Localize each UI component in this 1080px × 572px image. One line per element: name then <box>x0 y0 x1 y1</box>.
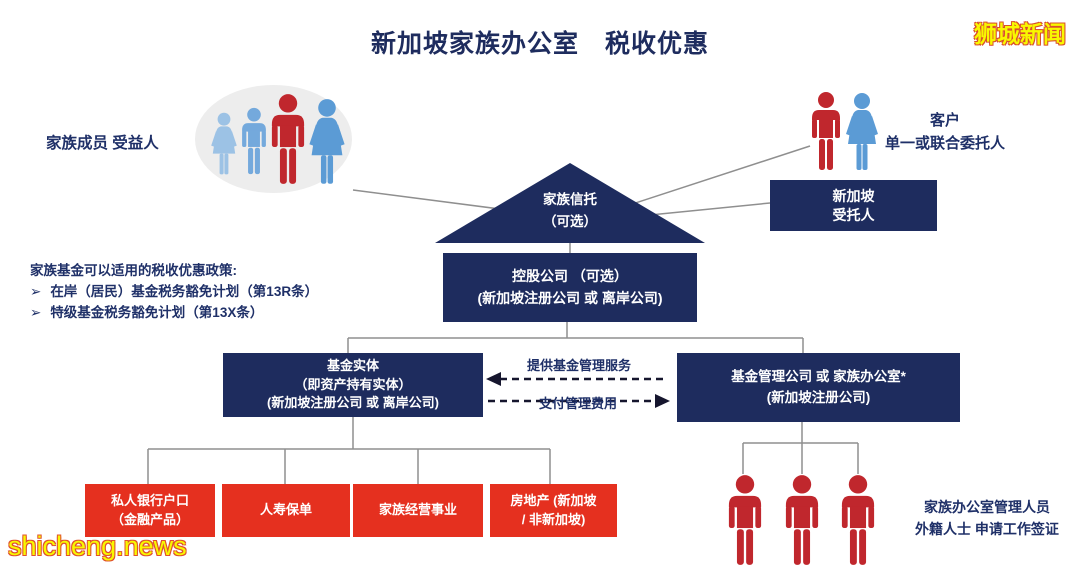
holding-company-box: 控股公司 （可选） (新加坡注册公司 或 离岸公司) <box>443 253 697 322</box>
asset-box-real-estate: 房地产 (新加坡 / 非新加坡) <box>490 484 617 537</box>
arrow-bullet-icon: ➢ <box>30 304 42 320</box>
family-members-label: 家族成员 受益人 <box>46 135 159 152</box>
asset-line2: （金融产品） <box>110 511 189 527</box>
asset-box-life-insurance: 人寿保单 <box>222 484 350 537</box>
family-trust-line2: （可选） <box>543 213 597 229</box>
fund-entity-line2: （即资产持有实体） <box>294 376 412 392</box>
fund-manager-line1: 基金管理公司 或 家族办公室* <box>731 368 906 384</box>
staff-man-icon <box>721 474 769 566</box>
holding-line2: (新加坡注册公司 或 离岸公司) <box>477 289 663 306</box>
family-trust-line1: 家族信托 <box>543 192 597 207</box>
fund-manager-line2: (新加坡注册公司) <box>766 389 871 405</box>
fund-manager-box: 基金管理公司 或 家族办公室* (新加坡注册公司) <box>677 353 960 422</box>
asset-line1: 房地产 (新加坡 <box>510 493 597 509</box>
client-label: 客户 单一或联合委托人 <box>855 110 1035 155</box>
asset-box-family-business: 家族经营事业 <box>353 484 483 537</box>
arrow-bullet-icon: ➢ <box>30 283 42 299</box>
provide-service-label: 提供基金管理服务 <box>526 358 631 373</box>
asset-line1: 私人银行户口 <box>110 493 189 509</box>
tax-policy-note: 家族基金可以适用的税收优惠政策: ➢ 在岸（居民）基金税务豁免计划（第13R条）… <box>30 261 318 324</box>
asset-box-private-bank: 私人银行户口 （金融产品） <box>85 484 215 537</box>
client-label-line1: 客户 <box>929 112 960 129</box>
trustee-line1: 新加坡 <box>832 187 875 204</box>
tax-policy-item-text: 特级基金税务豁免计划（第13X条） <box>50 304 264 320</box>
client-label-line2: 单一或联合委托人 <box>884 134 1005 152</box>
family-trust-triangle <box>435 163 705 243</box>
trustee-line2: 受托人 <box>832 206 875 223</box>
holding-line1: 控股公司 （可选） <box>512 267 628 284</box>
fund-entity-line3: (新加坡注册公司 或 离岸公司) <box>267 395 439 411</box>
fund-entity-box: 基金实体 （即资产持有实体） (新加坡注册公司 或 离岸公司) <box>223 353 483 417</box>
pay-fee-label: 支付管理费用 <box>538 396 617 411</box>
girl-icon <box>208 111 240 177</box>
site-logo: 狮城新闻 <box>974 21 1066 47</box>
family-trust-label: 家族信托 （可选） <box>470 189 670 232</box>
tax-policy-item: ➢ 特级基金税务豁免计划（第13X条） <box>30 303 318 324</box>
tax-policy-item-text: 在岸（居民）基金税务豁免计划（第13R条） <box>50 283 319 299</box>
page-title: 新加坡家族办公室 税收优惠 <box>370 30 709 58</box>
staff-man-icon <box>778 474 826 566</box>
tax-policy-heading: 家族基金可以适用的税收优惠政策: <box>30 263 237 278</box>
staff-label-line1: 家族办公室管理人员 <box>924 499 1050 515</box>
mother-icon <box>305 91 349 193</box>
asset-line1: 人寿保单 <box>259 502 312 518</box>
asset-line1: 家族经营事业 <box>378 502 457 518</box>
staff-label: 家族办公室管理人员 外籍人士 申请工作签证 <box>897 497 1077 540</box>
staff-label-line2: 外籍人士 申请工作签证 <box>915 520 1059 537</box>
tax-policy-item: ➢ 在岸（居民）基金税务豁免计划（第13R条） <box>30 282 318 303</box>
client-man-icon <box>806 86 846 176</box>
staff-man-icon <box>834 474 882 566</box>
fund-entity-line1: 基金实体 <box>326 357 379 373</box>
asset-line2: / 非新加坡) <box>521 511 586 527</box>
trustee-box: 新加坡 受托人 <box>770 180 937 231</box>
